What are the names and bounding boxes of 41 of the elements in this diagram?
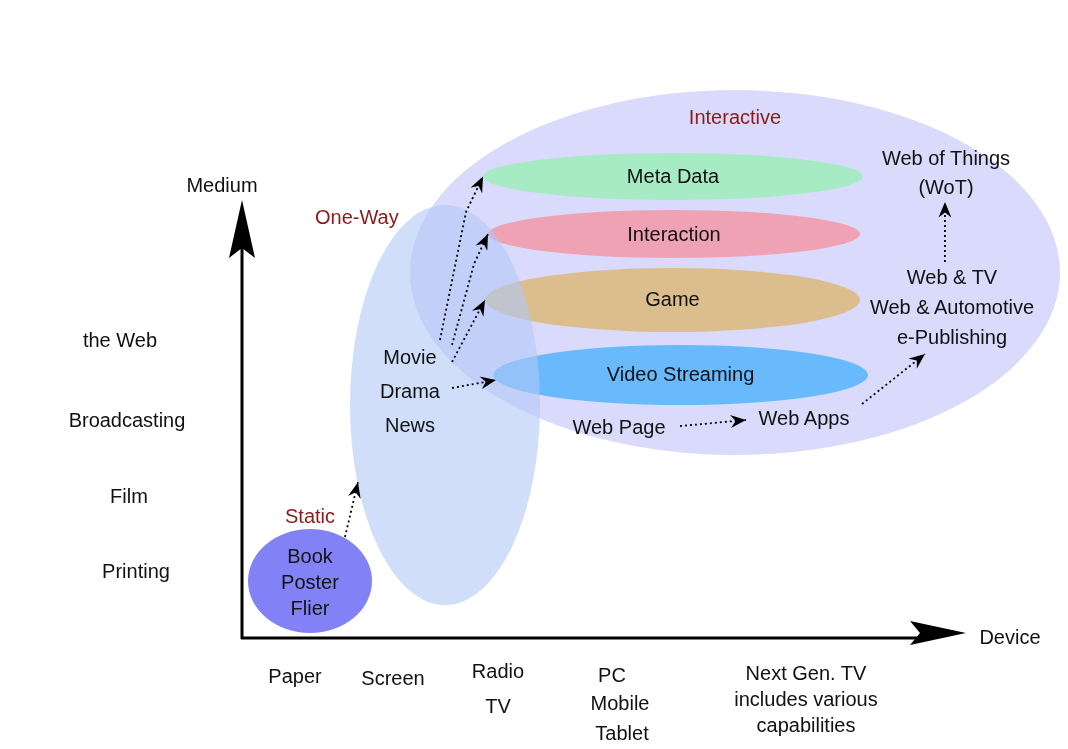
text-label: e-Publishing xyxy=(896,325,1008,350)
text-label: Movie xyxy=(383,345,437,370)
axis-label: PC xyxy=(598,663,626,688)
text-label: Video Streaming xyxy=(606,362,755,387)
axis-label: Screen xyxy=(361,666,425,691)
text-label: Game xyxy=(645,287,700,312)
dotted-arrow xyxy=(938,201,952,263)
text-label: Book xyxy=(287,544,333,569)
dotted-arrow xyxy=(439,175,484,341)
text-label: Web of Things (WoT) xyxy=(880,146,1012,200)
text-label: Web & TV xyxy=(906,265,998,290)
dotted-arrow xyxy=(451,376,497,390)
axis-label: TV xyxy=(485,694,511,719)
axis-label: Next Gen. TV includes various capabilities xyxy=(733,661,879,738)
region-heading: Static xyxy=(285,504,335,529)
axis-label: the Web xyxy=(82,328,158,353)
text-label: Drama xyxy=(380,379,440,404)
axis-label: Paper xyxy=(268,664,322,689)
text-label: Meta Data xyxy=(626,164,720,189)
text-label: News xyxy=(385,413,435,438)
dotted-arrow xyxy=(344,481,361,538)
region-heading: One-Way xyxy=(315,205,399,230)
region-heading: Interactive xyxy=(688,105,782,130)
axis-label: Device xyxy=(979,625,1041,650)
axis-label: Mobile xyxy=(590,691,650,716)
axis-label: Medium xyxy=(186,173,258,198)
axis-label: Film xyxy=(110,484,148,509)
text-label: Interaction xyxy=(627,222,721,247)
dotted-arrow xyxy=(861,353,926,405)
axis-label: Printing xyxy=(102,559,170,584)
axis-label: Broadcasting xyxy=(68,408,186,433)
dotted-arrow xyxy=(451,233,489,346)
dotted-arrow xyxy=(451,299,486,363)
text-label: Poster xyxy=(281,570,339,595)
axis-label: Tablet xyxy=(595,721,649,746)
axis-label: Radio xyxy=(471,659,525,684)
text-label: Web & Automotive xyxy=(869,295,1035,320)
dotted-arrow xyxy=(679,414,747,428)
text-label: Web Apps xyxy=(758,406,850,431)
text-label: Flier xyxy=(290,596,330,621)
text-label: Web Page xyxy=(572,415,666,440)
